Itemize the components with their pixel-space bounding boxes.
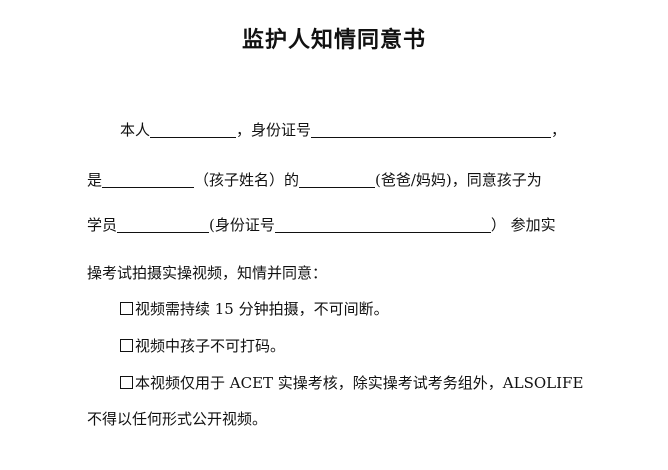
relation-blank[interactable] bbox=[299, 171, 376, 188]
consent-item-3: 本视频仅用于 ACET 实操考核，除实操考试考务组外，ALSOLIFE bbox=[120, 373, 583, 393]
page-title: 监护人知情同意书 bbox=[241, 28, 426, 53]
line-child-relation: 是 （孩子姓名）的 (爸爸/妈妈)，同意孩子为 bbox=[87, 170, 542, 190]
consent-item-1: 视频需持续 15 分钟拍摄，不可间断。 bbox=[120, 299, 389, 319]
text-comma: ， bbox=[551, 121, 567, 139]
line-guardian-name: 本人 ，身份证号 ， bbox=[120, 120, 566, 140]
student-blank[interactable] bbox=[117, 216, 210, 233]
consent-item-3-continuation: 不得以任何形式公开视频。 bbox=[87, 409, 267, 429]
text-id-number: ，身份证号 bbox=[236, 121, 312, 139]
consent-item-3-cont-text: 不得以任何形式公开视频。 bbox=[87, 410, 268, 428]
checkbox-2[interactable] bbox=[120, 339, 133, 352]
guardian-id-blank[interactable] bbox=[311, 121, 552, 138]
text-relation: (爸爸/妈妈)，同意孩子为 bbox=[375, 171, 542, 189]
text-is: 是 bbox=[87, 171, 103, 189]
text-child-name: （孩子姓名）的 bbox=[194, 171, 300, 189]
text-self: 本人 bbox=[120, 121, 151, 139]
line-exam-consent: 操考试拍摄实操视频，知情并同意： bbox=[87, 263, 327, 283]
text-student-id: (身份证号 bbox=[209, 216, 275, 234]
guardian-name-blank[interactable] bbox=[150, 121, 237, 138]
line-student-id: 学员 (身份证号 ） 参加实 bbox=[87, 215, 556, 235]
consent-item-3-text: 本视频仅用于 ACET 实操考核，除实操考试考务组外，ALSOLIFE bbox=[135, 374, 584, 392]
student-id-blank[interactable] bbox=[274, 216, 491, 233]
consent-item-1-text: 视频需持续 15 分钟拍摄，不可间断。 bbox=[135, 300, 389, 318]
consent-item-2: 视频中孩子不可打码。 bbox=[120, 336, 285, 356]
text-participate: ） 参加实 bbox=[490, 216, 556, 234]
text-exam-consent: 操考试拍摄实操视频，知情并同意： bbox=[87, 264, 328, 282]
checkbox-1[interactable] bbox=[120, 302, 133, 315]
checkbox-3[interactable] bbox=[120, 376, 133, 389]
consent-item-2-text: 视频中孩子不可打码。 bbox=[135, 337, 286, 355]
text-student: 学员 bbox=[87, 216, 118, 234]
child-name-blank[interactable] bbox=[102, 171, 195, 188]
